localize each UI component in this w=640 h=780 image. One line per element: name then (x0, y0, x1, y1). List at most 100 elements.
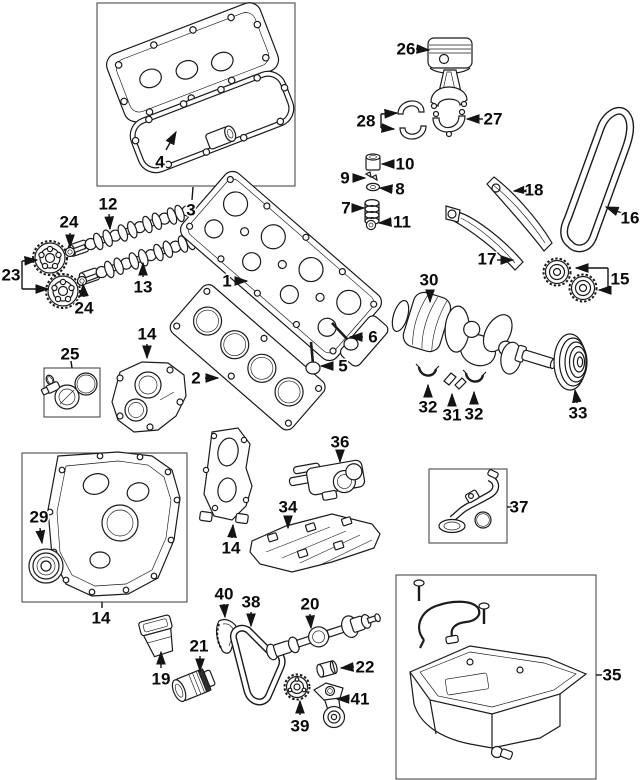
callout-38: 38 (242, 593, 261, 612)
thermostat-sketch (40, 372, 98, 410)
leader-line-40 (219, 603, 229, 619)
callout-20: 20 (301, 595, 320, 614)
crank-front-seal-sketch (28, 548, 64, 584)
callout-18: 18 (525, 181, 544, 200)
cam-bolt-upper-sketch (64, 243, 87, 258)
cam-carrier-sketch (111, 361, 187, 433)
callout-10: 10 (396, 155, 415, 174)
callout-34: 34 (279, 498, 298, 517)
callout-14: 14 (222, 539, 241, 558)
callout-35: 35 (603, 666, 622, 685)
callout-37: 37 (510, 498, 529, 517)
callout-labels: 1234567891011121314141415161718192021222… (0, 38, 640, 737)
balance-shaft-sketch (266, 613, 381, 661)
piston-sketch (427, 37, 473, 110)
filter-housing-sketch (138, 614, 174, 658)
rod-cap-sketch (432, 108, 466, 138)
leader-line-11 (377, 217, 392, 227)
chain-guide-sketch (486, 176, 553, 252)
leader-line-3 (191, 186, 194, 201)
valve-keepers-sketch (364, 171, 378, 182)
balance-shaft-chain-sketch (229, 624, 286, 706)
callout-9: 9 (340, 169, 349, 188)
leader-line-29 (35, 527, 46, 545)
leader-line-28 (380, 123, 396, 133)
oil-filter-sketch (171, 668, 216, 703)
valve-cover-group-box (96, 2, 296, 187)
callout-32: 32 (465, 405, 484, 424)
callout-3: 3 (186, 201, 195, 220)
pan-bolt-a-sketch (413, 579, 425, 601)
primary-chain-sketch (560, 106, 635, 253)
callout-28: 28 (357, 112, 376, 131)
callout-41: 41 (351, 690, 370, 709)
oil-level-tube-sketch (418, 600, 481, 649)
callout-5: 5 (338, 357, 347, 376)
callout-33: 33 (569, 404, 588, 423)
leader-line-8 (378, 184, 393, 195)
rod-bearing-shells-sketch (397, 100, 427, 140)
drain-plug-sketch (490, 745, 514, 760)
callout-16: 16 (621, 209, 640, 228)
leader-line-23 (21, 255, 39, 266)
callout-27: 27 (484, 110, 503, 129)
callout-32: 32 (419, 398, 438, 417)
leader-line-4 (165, 130, 177, 151)
leader-line-24 (79, 282, 89, 298)
leader-line-14 (227, 523, 237, 539)
callout-22: 22 (356, 658, 375, 677)
upper-chain-cover-sketch (199, 427, 253, 525)
callout-36: 36 (331, 433, 350, 452)
callout-13: 13 (134, 278, 153, 297)
callout-11: 11 (393, 213, 411, 232)
spring-retainer-sketch (365, 182, 381, 192)
leader-line-25 (70, 360, 73, 369)
callout-8: 8 (395, 180, 404, 199)
callout-6: 6 (368, 328, 377, 347)
leader-line-20 (305, 613, 315, 630)
oil-pan-sketch (409, 579, 588, 760)
tensioner-link-sketch (313, 682, 346, 729)
callout-17: 17 (478, 250, 497, 269)
leader-line-18 (512, 184, 528, 195)
oil-pan-group-box (395, 574, 597, 780)
windage-tray-sketch (249, 513, 381, 573)
callout-31: 31 (443, 406, 462, 425)
callout-12: 12 (99, 195, 118, 214)
oil-cap-sketch (205, 125, 237, 150)
part-sketches (28, 2, 635, 760)
valve-stem-seal-sketch (365, 219, 377, 231)
vvt-sprocket-upper-sketch (32, 240, 68, 276)
balance-shaft-sprocket-sketch (283, 673, 311, 701)
valve-lifter-sketch (365, 153, 381, 171)
leader-line-16 (604, 206, 623, 217)
head-gasket-sketch (169, 284, 326, 431)
leader-line-28 (380, 108, 399, 119)
callout-15: 15 (611, 270, 630, 289)
valve-cover-sketch (106, 2, 295, 174)
leader-line-22 (339, 662, 355, 672)
callout-1: 1 (222, 272, 231, 291)
leader-line-26 (415, 44, 431, 54)
callout-14: 14 (138, 325, 157, 344)
cylinder-head-sketch (179, 170, 389, 367)
cam-drive-sprocket-a-sketch (542, 257, 572, 287)
callout-40: 40 (215, 585, 234, 604)
crankshaft-sketch (391, 291, 557, 375)
callout-2: 2 (191, 369, 200, 388)
callout-29: 29 (30, 508, 49, 527)
callout-30: 30 (420, 271, 439, 290)
callout-14: 14 (92, 609, 111, 628)
pan-bolt-b-sketch (478, 602, 490, 624)
callout-26: 26 (397, 40, 416, 59)
callout-39: 39 (291, 717, 310, 736)
oil-pump-sketch (288, 459, 366, 501)
oil-pickup-tube-sketch (438, 469, 500, 534)
shaft-bushing-sketch (316, 660, 338, 678)
main-bearing-shell-b-sketch (462, 369, 487, 383)
callout-24: 24 (75, 299, 94, 318)
oil-pickup-group-box (428, 468, 508, 544)
main-bearing-shell-a-sketch (415, 363, 440, 377)
